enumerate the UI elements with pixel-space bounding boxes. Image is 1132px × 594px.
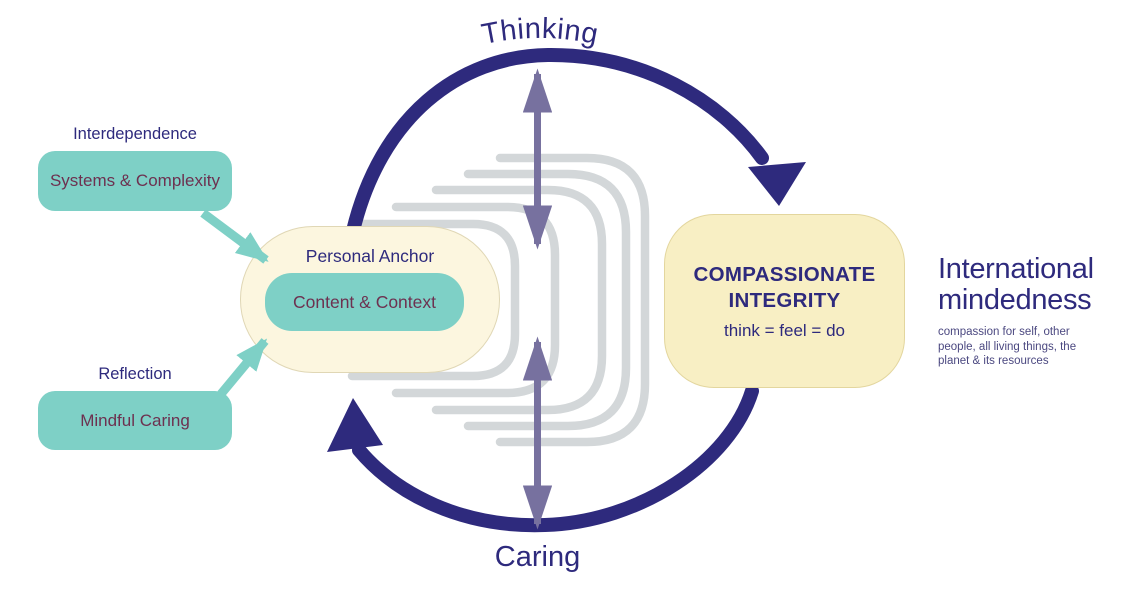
international-mindedness-description: compassion for self, other people, all l… [938, 326, 1077, 367]
thinking-label: Thinking [479, 13, 601, 51]
top-flow-arrowhead [748, 162, 806, 206]
personal-anchor-title: Personal Anchor [305, 246, 435, 266]
thinking-label-text: Thinking [479, 13, 601, 51]
content-context-text: Content & Context [293, 291, 436, 312]
personal-anchor-box: Personal Anchor Content & Context [240, 226, 500, 373]
systems-complexity-text: Systems & Complexity [49, 171, 221, 190]
top-flow-curve [346, 47, 769, 238]
bottom-flow-curve [352, 384, 759, 533]
integrity-title-line1: COMPASSIONATE [693, 262, 876, 286]
bottom-flow-arrowhead [327, 398, 383, 452]
integrity-formula: think = feel = do [724, 320, 845, 340]
mindful-caring-text: Mindful Caring [80, 410, 190, 430]
curved-arrow-left-icon [327, 384, 759, 533]
international-mindedness-heading: International mindedness [938, 253, 1094, 316]
mindful-caring-box: Mindful Caring [38, 391, 232, 450]
reflection-label: Reflection [98, 365, 172, 383]
international-mindedness-note: International mindedness compassion for … [938, 254, 1123, 369]
integrity-title-line2: INTEGRITY [728, 288, 841, 312]
ripple-arc-5 [495, 153, 650, 447]
curved-arrow-right-icon [346, 47, 806, 238]
interdependence-label: Interdependence [73, 125, 197, 143]
systems-complexity-box: Systems & Complexity [38, 151, 232, 211]
caring-label: Caring [494, 541, 581, 573]
content-context-box: Content & Context [265, 273, 464, 331]
compassionate-integrity-box: COMPASSIONATE INTEGRITY think = feel = d… [664, 214, 905, 388]
